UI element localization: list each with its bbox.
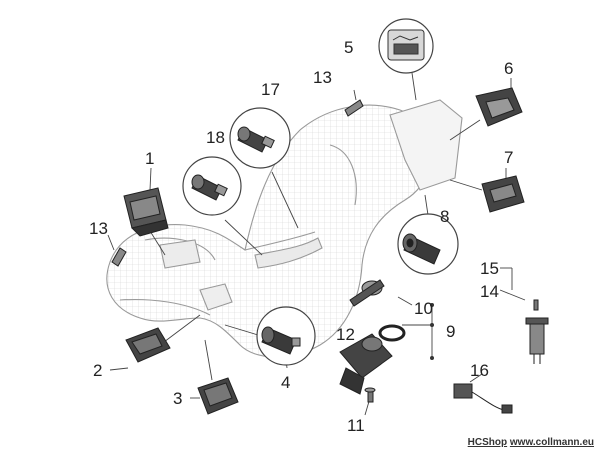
- part-3-switch: [197, 377, 239, 415]
- part-4-socket: [261, 326, 301, 355]
- part-13-bulb-right: [344, 99, 364, 117]
- callout-13-top: 13: [313, 68, 332, 87]
- callout-labels: 1 2 3 4 5 6 7 8 9 10 11 12 13 13 14 15 1…: [89, 38, 513, 435]
- footer-credit: HCShop www.collmann.eu: [468, 437, 594, 448]
- part-8-power-socket: [402, 233, 441, 265]
- footer-url-link[interactable]: www.collmann.eu: [509, 437, 594, 448]
- callout-5: 5: [344, 38, 353, 57]
- part-13-bulb-left: [111, 247, 127, 267]
- part-15-screw: [533, 299, 539, 311]
- callout-17: 17: [261, 80, 280, 99]
- callout-14: 14: [480, 282, 499, 301]
- callout-7: 7: [504, 148, 513, 167]
- scooter-frame-outline: [106, 99, 463, 358]
- callout-2: 2: [93, 361, 102, 380]
- part-17-lamp-socket: [237, 126, 275, 153]
- callout-10: 10: [414, 299, 433, 318]
- callout-1: 1: [145, 149, 154, 168]
- callout-15: 15: [480, 259, 499, 278]
- part-5-display-panel: [387, 29, 425, 61]
- callout-12: 12: [336, 325, 355, 344]
- callout-4: 4: [281, 373, 290, 392]
- callout-3: 3: [173, 389, 182, 408]
- part-6-handlebar-switch: [475, 87, 523, 127]
- part-2-switch: [125, 327, 171, 363]
- part-16-connector: [453, 383, 513, 414]
- part-11-screw: [364, 387, 376, 403]
- callout-6: 6: [504, 59, 513, 78]
- callout-11: 11: [347, 416, 365, 435]
- part-14-sensor: [525, 317, 549, 364]
- callout-13-left: 13: [89, 219, 108, 238]
- part-10-key: [349, 279, 385, 307]
- part-12-ring-nut: [378, 324, 406, 342]
- part-7-handlebar-switch: [481, 175, 525, 213]
- callout-16: 16: [470, 361, 489, 380]
- callout-9: 9: [446, 322, 455, 341]
- part-9-ignition-switch: [339, 333, 393, 395]
- part-18-lamp-socket: [191, 174, 228, 201]
- footer-shop-name: HCShop: [467, 437, 508, 448]
- callout-8: 8: [440, 207, 449, 226]
- part-1-switch: [123, 187, 169, 237]
- callout-18: 18: [206, 128, 225, 147]
- leader-dots: [430, 303, 434, 360]
